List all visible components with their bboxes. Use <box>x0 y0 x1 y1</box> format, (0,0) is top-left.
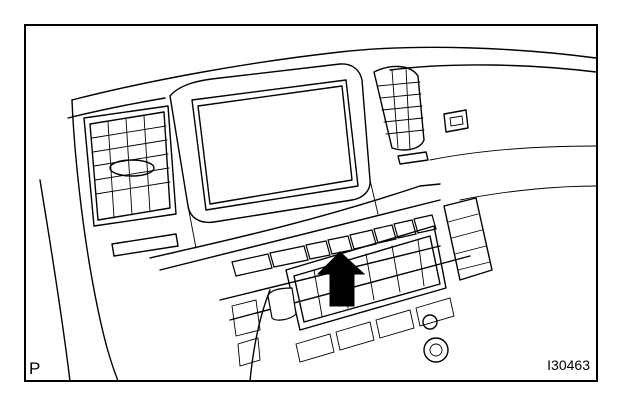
panel-button[interactable] <box>349 229 377 250</box>
dash-switch <box>443 109 469 133</box>
left-air-vent <box>83 105 179 257</box>
panel-button[interactable] <box>413 214 437 234</box>
panel-button[interactable] <box>231 253 273 277</box>
display-bezel <box>169 63 379 249</box>
panel-button[interactable] <box>305 240 331 260</box>
panel-button[interactable] <box>269 245 309 268</box>
figure-code: I30463 <box>547 357 590 373</box>
up-arrow-icon <box>316 251 366 307</box>
figure-frame <box>24 24 598 382</box>
corner-label: P <box>29 359 40 378</box>
right-air-vent <box>373 65 429 165</box>
button-row <box>231 214 437 277</box>
side-button[interactable] <box>267 287 297 321</box>
